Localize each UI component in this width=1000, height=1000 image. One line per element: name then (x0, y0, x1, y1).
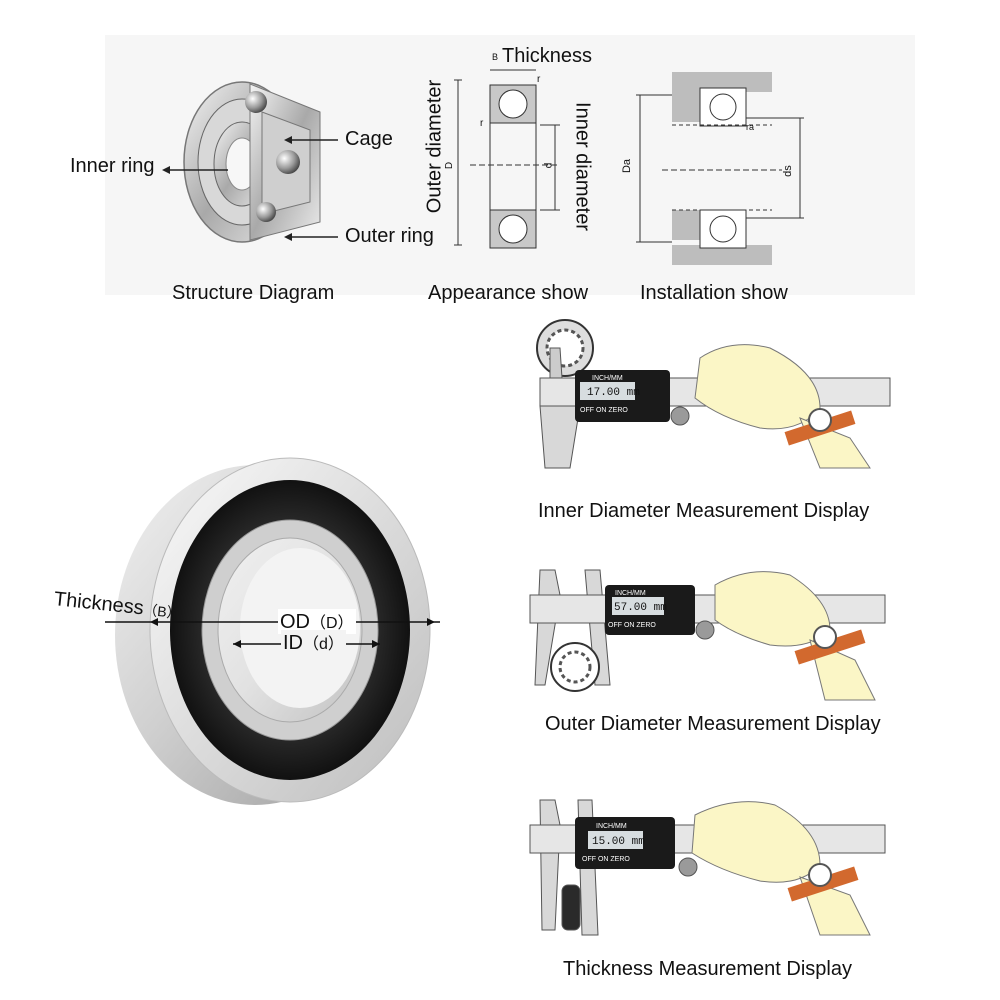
id-text: ID (283, 632, 303, 654)
caliper-thickness-illustration (529, 799, 886, 936)
bearing-photo (105, 457, 440, 805)
thickness-caption: Thickness Measurement Display (563, 958, 852, 980)
appearance-show-caption: Appearance show (428, 282, 589, 304)
caliper-inner-buttons: OFF ON ZERO (580, 407, 628, 414)
caliper-thickness-buttons: OFF ON ZERO (582, 856, 630, 863)
caliper-thickness-reading: 15.00 mm (592, 836, 645, 848)
cage-label: Cage (345, 128, 393, 150)
appearance-cross-section (454, 69, 560, 249)
caliper-outer-illustration (529, 569, 886, 701)
inner-ring-label: Inner ring (70, 155, 155, 177)
installation-drawing (636, 72, 804, 265)
caliper-thickness-brand: INCH/MM (596, 823, 627, 830)
b-symbol: B (492, 52, 499, 62)
caliper-inner-illustration (536, 319, 891, 469)
outer-diameter-caption: Outer Diameter Measurement Display (545, 713, 881, 735)
od-text: OD (280, 611, 310, 633)
d-lower-symbol: d (543, 162, 555, 169)
structure-leader-lines (162, 136, 338, 241)
outer-ring-label: Outer ring (345, 225, 434, 247)
installation-show-caption: Installation show (640, 282, 788, 304)
od-symbol: （D） (310, 615, 354, 632)
caliper-outer-reading: 57.00 mm (614, 602, 667, 614)
caliper-inner-reading: 17.00 mm (587, 387, 640, 399)
thickness-label: Thickness (502, 45, 593, 67)
caliper-outer-brand: INCH/MM (615, 590, 646, 597)
ds-symbol: ds (781, 165, 794, 177)
d-upper-symbol: D (444, 161, 456, 170)
outer-diameter-label: Outer diameter (423, 79, 446, 214)
r-mark-left: r (480, 118, 484, 129)
bearing-cutaway-illustration (183, 81, 321, 243)
ra-symbol: ra (746, 122, 755, 132)
photo-thickness-symbol: （B） (142, 601, 182, 622)
structure-diagram-caption: Structure Diagram (172, 282, 335, 304)
id-symbol: （d） (303, 636, 344, 653)
inner-diameter-caption: Inner Diameter Measurement Display (538, 500, 870, 522)
r-mark-upper: r (537, 74, 541, 85)
inner-diameter-label: Inner diameter (571, 102, 594, 231)
da-symbol: Da (621, 158, 634, 174)
id-label: ID（d） (281, 630, 346, 655)
od-label: OD（D） (278, 609, 356, 634)
caliper-inner-brand: INCH/MM (592, 375, 623, 382)
caliper-outer-buttons: OFF ON ZERO (608, 622, 656, 629)
